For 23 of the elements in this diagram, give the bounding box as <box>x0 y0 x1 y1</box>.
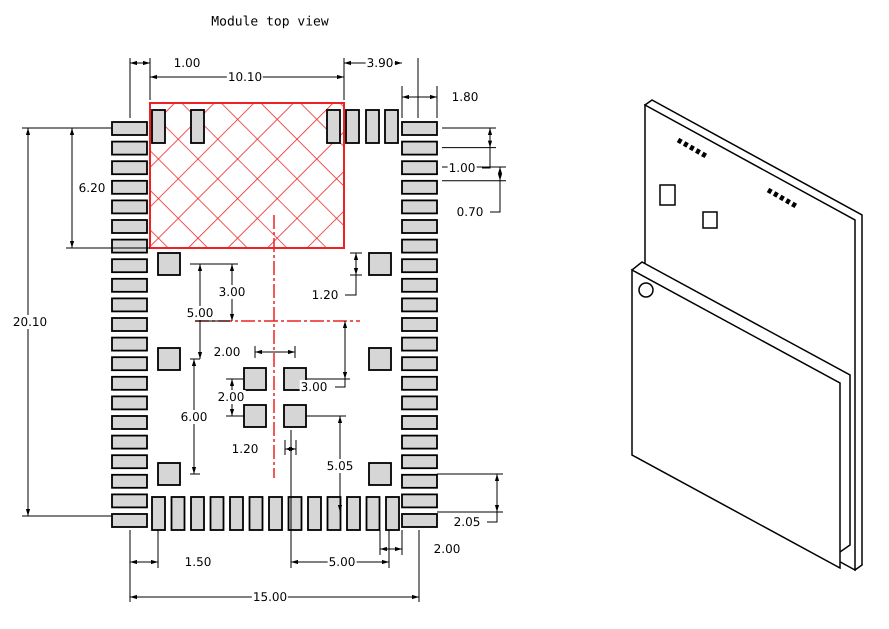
dimension-value: 15.00 <box>252 590 288 604</box>
dimension-value: 1.20 <box>310 288 340 302</box>
drawing-title: Module top view <box>211 14 329 30</box>
dimension-value: 2.00 <box>216 390 246 404</box>
dimension-value: 2.05 <box>452 515 482 529</box>
dimension-value: 10.10 <box>226 70 264 84</box>
dimension-value: 20.10 <box>12 315 48 329</box>
dimension-value: 0.70 <box>456 205 484 219</box>
dimension-value: 5.00 <box>328 555 356 569</box>
dimension-value: 3.00 <box>300 380 328 394</box>
dimension-value: 6.20 <box>78 181 106 195</box>
dimension-value: 3.00 <box>218 285 246 299</box>
dimension-value: 2.00 <box>212 345 242 359</box>
dimension-value: 1.00 <box>172 56 202 70</box>
dimension-value: 6.00 <box>180 410 208 424</box>
dimension-value: 2.00 <box>432 542 462 556</box>
dimension-value: 3.90 <box>366 56 394 70</box>
dimension-value: 1.20 <box>230 442 260 456</box>
dimension-value: 1.80 <box>450 90 480 104</box>
dimension-value: 1.50 <box>184 555 212 569</box>
dimension-value: 1.00 <box>448 161 476 175</box>
dimension-value: 5.00 <box>186 306 214 320</box>
dimension-value: 5.05 <box>326 459 354 473</box>
